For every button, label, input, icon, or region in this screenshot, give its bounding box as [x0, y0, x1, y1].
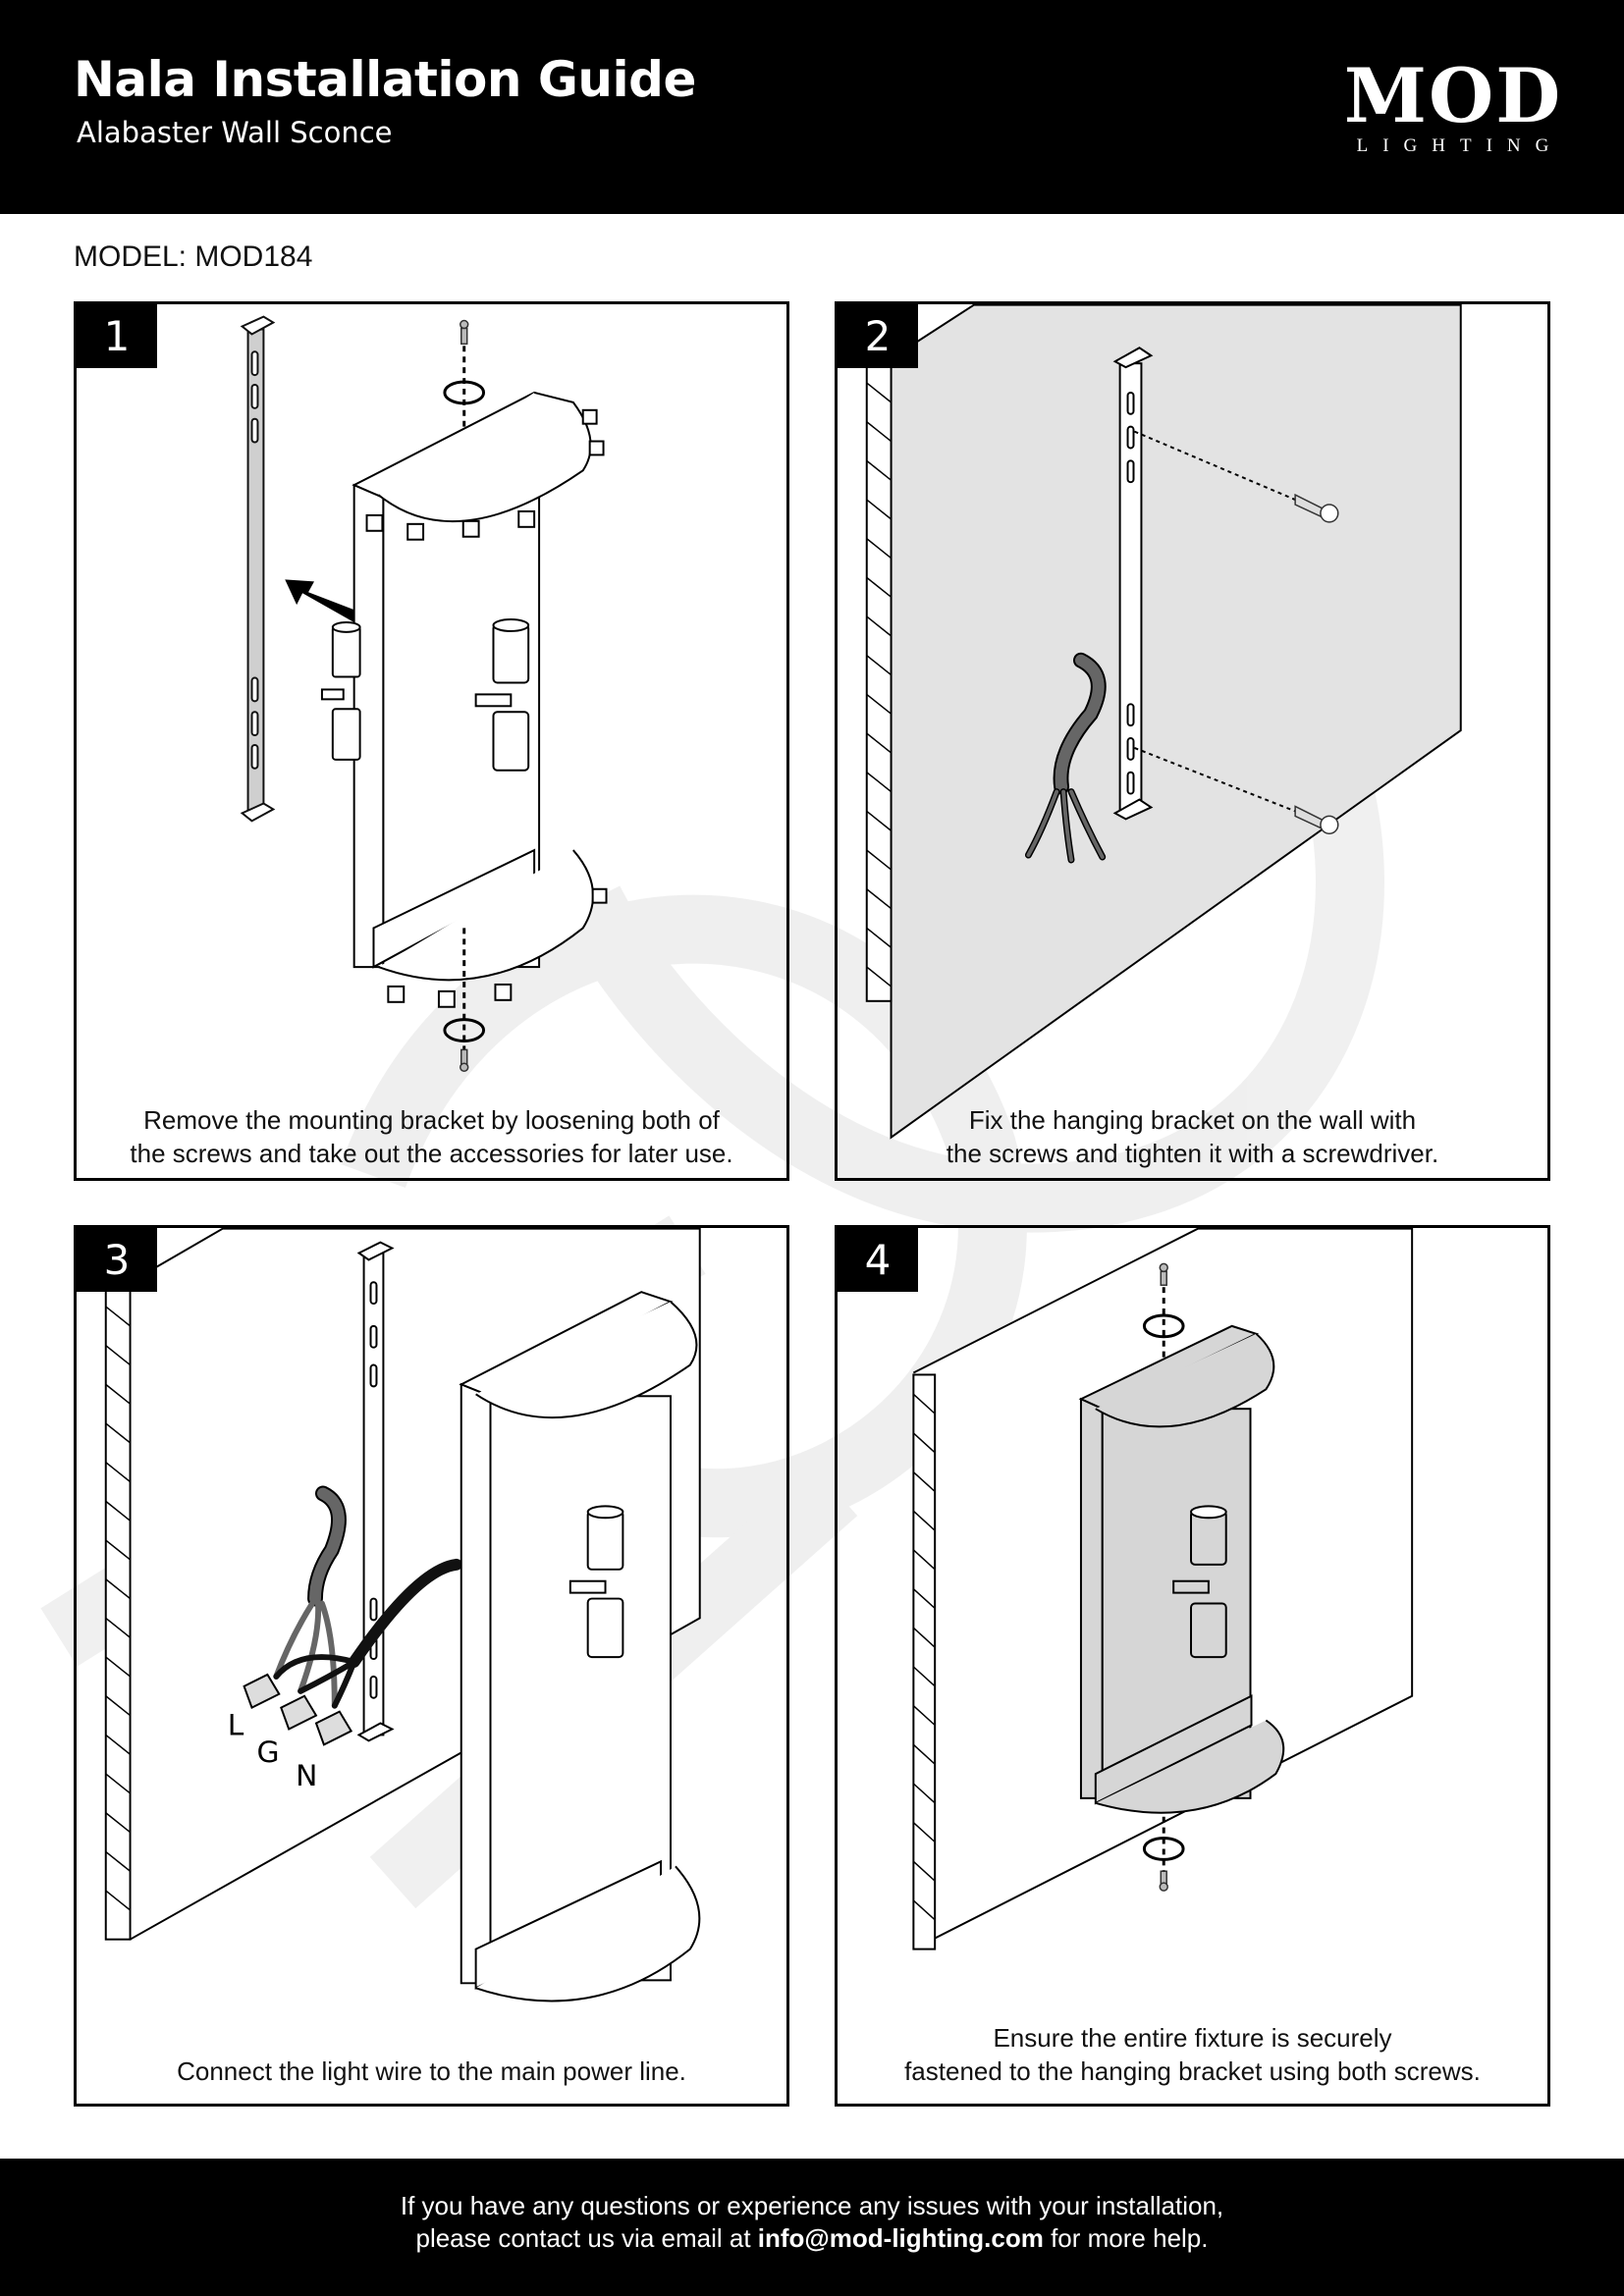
light-sockets [474, 618, 530, 772]
light-socket-icon [320, 621, 361, 761]
step-4-caption-line-1: Ensure the entire fixture is securely [993, 2023, 1392, 2053]
wall-section-hatch [912, 1373, 937, 1950]
step-1-caption-line-1: Remove the mounting bracket by loosening… [143, 1105, 720, 1135]
step-number-badge: 4 [838, 1228, 918, 1292]
step-4-caption-line-2: fastened to the hanging bracket using bo… [904, 2056, 1481, 2086]
step-3-illustration: L G N [104, 1228, 701, 2002]
logo-wordmark: MOD [1343, 52, 1563, 139]
page-header: Nala Installation Guide Alabaster Wall S… [0, 0, 1624, 214]
rotate-icon [1142, 1837, 1185, 1861]
installed-fixture [1078, 1324, 1285, 1814]
brand-logo: MOD LIGHTING [1335, 59, 1571, 157]
step-number-badge: 2 [838, 304, 918, 368]
wall-surface [890, 304, 1462, 1140]
footer-line-2: please contact us via email at info@mod-… [0, 2222, 1624, 2255]
fixture-backplate [459, 1291, 701, 2002]
step-1-caption-line-2: the screws and take out the accessories … [130, 1139, 733, 1168]
step-number-badge: 3 [77, 1228, 157, 1292]
rotate-icon [443, 380, 486, 405]
wall-section-hatch [865, 362, 893, 1002]
wire-label-live: L [228, 1708, 244, 1742]
step-panel-1: 1 [74, 301, 789, 1181]
step-4-illustration [912, 1228, 1414, 1950]
mounting-bracket [240, 315, 276, 823]
screw-icon [1159, 1262, 1168, 1892]
screw-icon [460, 1048, 469, 1072]
step-panel-4: 4 Ensure [835, 1225, 1550, 2107]
step-1-illustration [240, 315, 608, 1072]
footer-line-2-suffix: for more help. [1043, 2223, 1209, 2253]
contact-email-link[interactable]: info@mod-lighting.com [757, 2223, 1044, 2253]
direction-arrow-icon [285, 579, 367, 626]
footer-line-1: If you have any questions or experience … [400, 2191, 1224, 2220]
logo-tagline: LIGHTING [1356, 135, 1564, 156]
step-2-illustration [865, 304, 1462, 1140]
fixture-backplate [352, 391, 595, 982]
page-title: Nala Installation Guide [74, 51, 696, 108]
step-panel-3: 3 L [74, 1225, 789, 2107]
rotate-icon [1142, 1313, 1185, 1339]
page-footer: If you have any questions or experience … [0, 2159, 1624, 2296]
wall-section-hatch [104, 1286, 132, 1941]
step-panel-2: 2 [835, 301, 1550, 1181]
step-2-caption-line-1: Fix the hanging bracket on the wall with [968, 1105, 1417, 1135]
screw-icon [460, 319, 469, 346]
page-subtitle: Alabaster Wall Sconce [77, 116, 393, 149]
model-number: MODEL: MOD184 [74, 240, 313, 273]
step-3-caption-line-1: Connect the light wire to the main power… [177, 2056, 686, 2086]
footer-line-2-prefix: please contact us via email at [415, 2223, 758, 2253]
step-number-badge: 1 [77, 304, 157, 368]
wire-label-ground: G [256, 1735, 279, 1770]
wire-label-neutral: N [296, 1759, 317, 1793]
step-2-caption-line-2: the screws and tighten it with a screwdr… [946, 1139, 1439, 1168]
